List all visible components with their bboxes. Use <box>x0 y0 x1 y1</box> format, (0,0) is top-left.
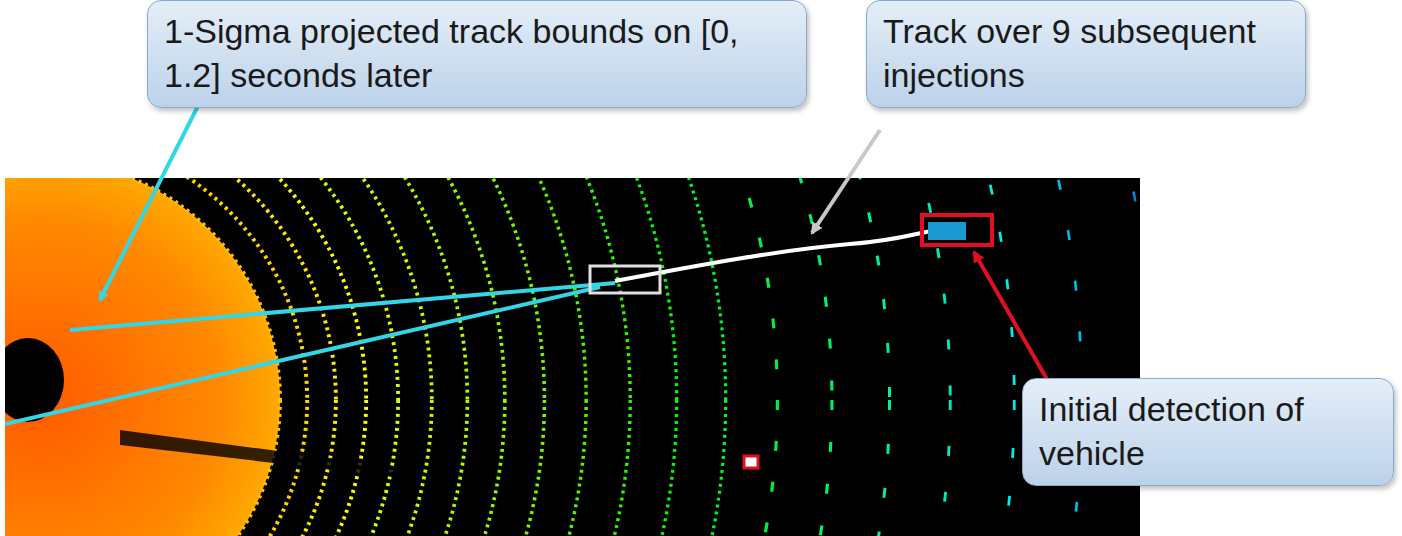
callout-box: Track over 9 subsequent injections <box>866 0 1306 108</box>
leader-line <box>812 130 880 233</box>
marker <box>744 456 758 468</box>
scan-ring <box>5 178 307 536</box>
scan-ring <box>5 178 630 536</box>
scan-ring <box>5 178 950 536</box>
scan-ring <box>5 178 1014 536</box>
callout-text: 1-Sigma projected track bounds on [0, 1.… <box>164 9 790 97</box>
scan-ring <box>5 178 336 536</box>
sigma-bound <box>70 283 615 330</box>
scan-ring <box>5 178 398 536</box>
scan-ring <box>5 178 890 536</box>
leader-line <box>100 92 205 300</box>
near-ground <box>5 178 280 536</box>
track-path <box>615 226 960 281</box>
callout-text: Initial detection of vehicle <box>1039 387 1377 475</box>
sigma-bound <box>5 287 600 424</box>
scan-ring <box>5 178 677 536</box>
detection-box <box>922 215 992 245</box>
leader-line <box>974 252 1052 388</box>
scan-ring <box>5 178 280 536</box>
scan-ring <box>5 178 432 536</box>
scan-ring <box>5 178 1140 536</box>
vehicle-points <box>928 222 966 240</box>
scan-ring <box>5 178 832 536</box>
scan-ring <box>5 178 1140 536</box>
scan-ring <box>5 178 1082 536</box>
scan-rings <box>5 178 1140 536</box>
callout-box: 1-Sigma projected track bounds on [0, 1.… <box>147 0 807 108</box>
callout-box: Initial detection of vehicle <box>1022 378 1394 486</box>
scan-ring <box>5 178 366 536</box>
scan-ring <box>5 178 726 536</box>
callout-text: Track over 9 subsequent injections <box>883 9 1289 97</box>
scan-ring <box>5 178 777 536</box>
scan-ring <box>5 178 544 536</box>
shadow-band <box>120 430 420 480</box>
scan-ring <box>5 178 505 536</box>
scan-ring <box>5 178 467 536</box>
ego-shadow <box>5 338 64 422</box>
track-box <box>590 266 660 293</box>
